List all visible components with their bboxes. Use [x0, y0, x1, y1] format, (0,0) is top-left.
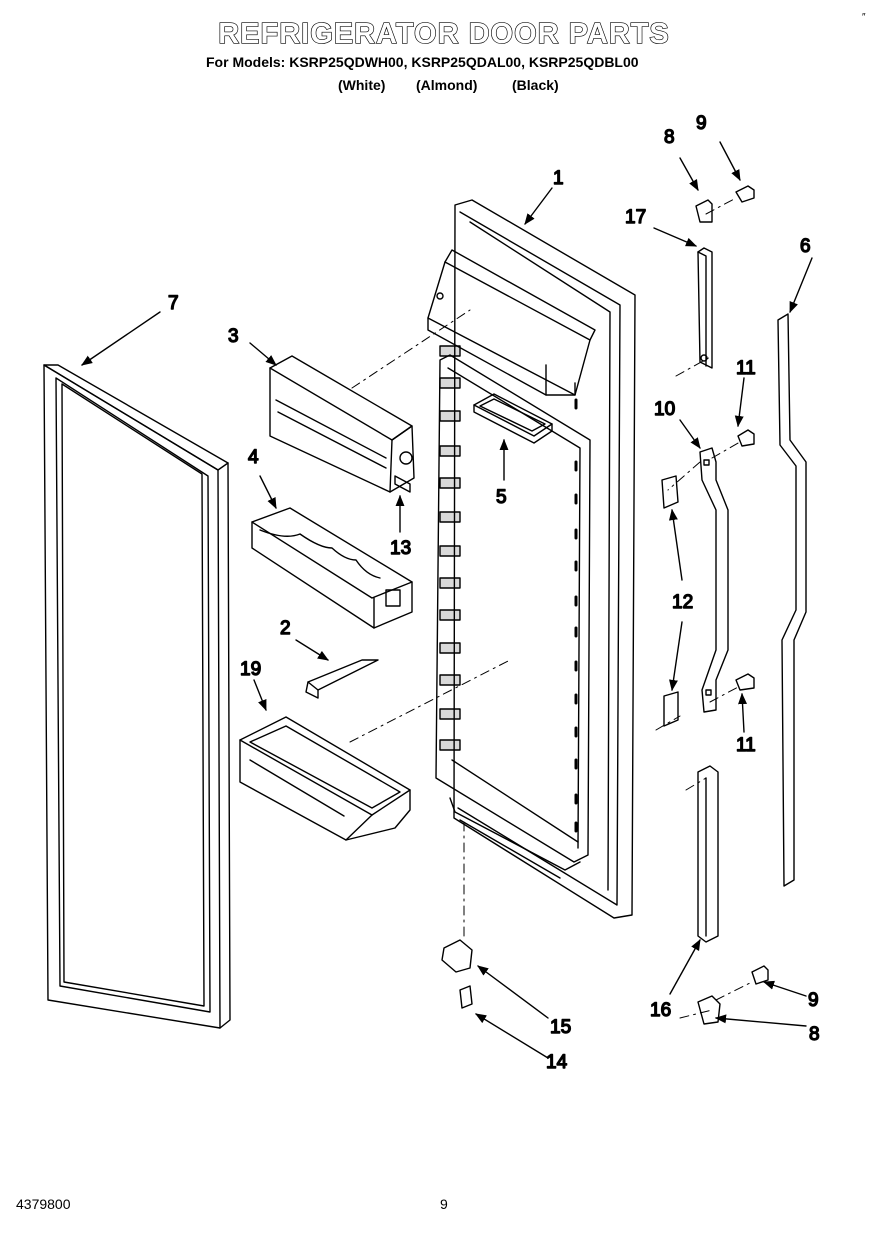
corner-mark: ″: [862, 12, 866, 23]
door-rib-set: [439, 345, 461, 751]
models-line: For Models: KSRP25QDWH00, KSRP25QDAL00, …: [206, 54, 639, 70]
clip-part: [394, 475, 411, 493]
callout-11-lower: 11: [736, 735, 756, 756]
bottom-screw-part: [459, 985, 473, 1009]
callout-6: 6: [800, 236, 811, 257]
end-cap-part: [661, 475, 679, 509]
callout-7: 7: [168, 293, 179, 314]
leader-arrows: [81, 141, 813, 1059]
callout-8-upper: 8: [664, 127, 675, 148]
end-cap-part-lower: [663, 691, 679, 727]
lower-channel-part: [697, 765, 719, 943]
door-bin-part: [239, 716, 411, 841]
callout-3: 3: [228, 326, 239, 347]
bottom-bracket-part: [441, 939, 473, 973]
callout-15: 15: [550, 1017, 571, 1038]
handle-part: [699, 447, 729, 713]
color-white-label: (White): [338, 77, 386, 93]
callout-14: 14: [546, 1052, 568, 1073]
callout-10: 10: [654, 399, 675, 420]
assembly-guide-lines: [349, 197, 753, 1019]
bracket-part: [305, 659, 379, 699]
dairy-bin-part: [473, 393, 553, 444]
callout-8-lower: 8: [809, 1024, 820, 1045]
handle-screw-part-lower: [735, 673, 755, 691]
document-number: 4379800: [16, 1196, 71, 1212]
upper-hinge-part: [695, 199, 713, 223]
callout-12: 12: [672, 592, 693, 613]
color-almond-label: (Almond): [416, 77, 478, 93]
callout-11-upper: 11: [736, 358, 756, 379]
callout-16: 16: [650, 1000, 671, 1021]
lower-screw-part: [751, 965, 769, 985]
callout-4: 4: [248, 447, 259, 468]
callout-13: 13: [390, 538, 411, 559]
callout-9-lower: 9: [808, 990, 819, 1011]
door-module-part: [269, 355, 415, 493]
page-number: 9: [440, 1196, 448, 1212]
callout-9-upper: 9: [696, 113, 707, 134]
callout-5: 5: [496, 487, 507, 508]
handle-screw-part: [737, 429, 755, 447]
page-title: REFRIGERATOR DOOR PARTS: [218, 17, 670, 50]
door-gasket-part: [43, 364, 231, 1029]
callout-2: 2: [280, 618, 291, 639]
callout-19: 19: [240, 659, 261, 680]
door-liner-part: [427, 199, 636, 919]
callout-17: 17: [625, 207, 646, 228]
callout-1: 1: [553, 168, 564, 189]
upper-channel-part: [697, 247, 713, 369]
gasket-strip-part: [777, 313, 807, 887]
upper-screw-part: [735, 185, 755, 203]
color-black-label: (Black): [512, 77, 559, 93]
lower-hinge-part: [697, 995, 721, 1025]
door-shelf-part: [251, 507, 413, 629]
